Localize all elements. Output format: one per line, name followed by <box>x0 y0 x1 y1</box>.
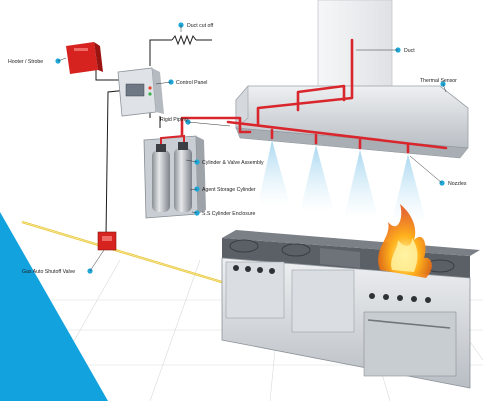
label-duct: Duct <box>404 48 415 54</box>
label-cylinder-valve-assembly: Cylinder & Valve Assembly <box>202 160 264 166</box>
label-agent-storage-cylinder: Agent Storage Cylinder <box>202 187 256 193</box>
kitchen-hood <box>235 85 469 159</box>
gas-shutoff-valve-device <box>97 231 117 251</box>
control-wiring <box>95 39 212 237</box>
callout-leaders <box>57 25 447 272</box>
control-panel-box <box>117 67 164 117</box>
label-rigid-piping: Rigid Piping <box>160 117 188 123</box>
cooking-range <box>221 230 480 389</box>
resistor-symbol <box>171 34 197 46</box>
exhaust-duct <box>317 0 393 93</box>
label-gas-auto-shutoff-valve: Gas Auto Shutoff Valve <box>22 269 75 275</box>
label-control-panel: Control Panel <box>176 80 207 86</box>
blue-corner-accent <box>0 212 108 401</box>
rigid-piping-network <box>174 38 448 154</box>
label-thermal-sensor: Thermal Sensor <box>420 78 457 84</box>
callout-dots <box>55 22 446 274</box>
cylinder-enclosure <box>143 134 206 219</box>
label-hooter-strobe: Hooter / Strobe <box>8 59 43 65</box>
label-ss-cylinder-enclosure: S.S Cylinder Enclosure <box>202 211 255 217</box>
label-duct-cut-off: Duct cut off <box>187 23 214 29</box>
hooter-strobe-device <box>66 42 103 74</box>
fire-flames <box>378 204 432 278</box>
label-nozzles: Nozzles <box>448 181 467 187</box>
